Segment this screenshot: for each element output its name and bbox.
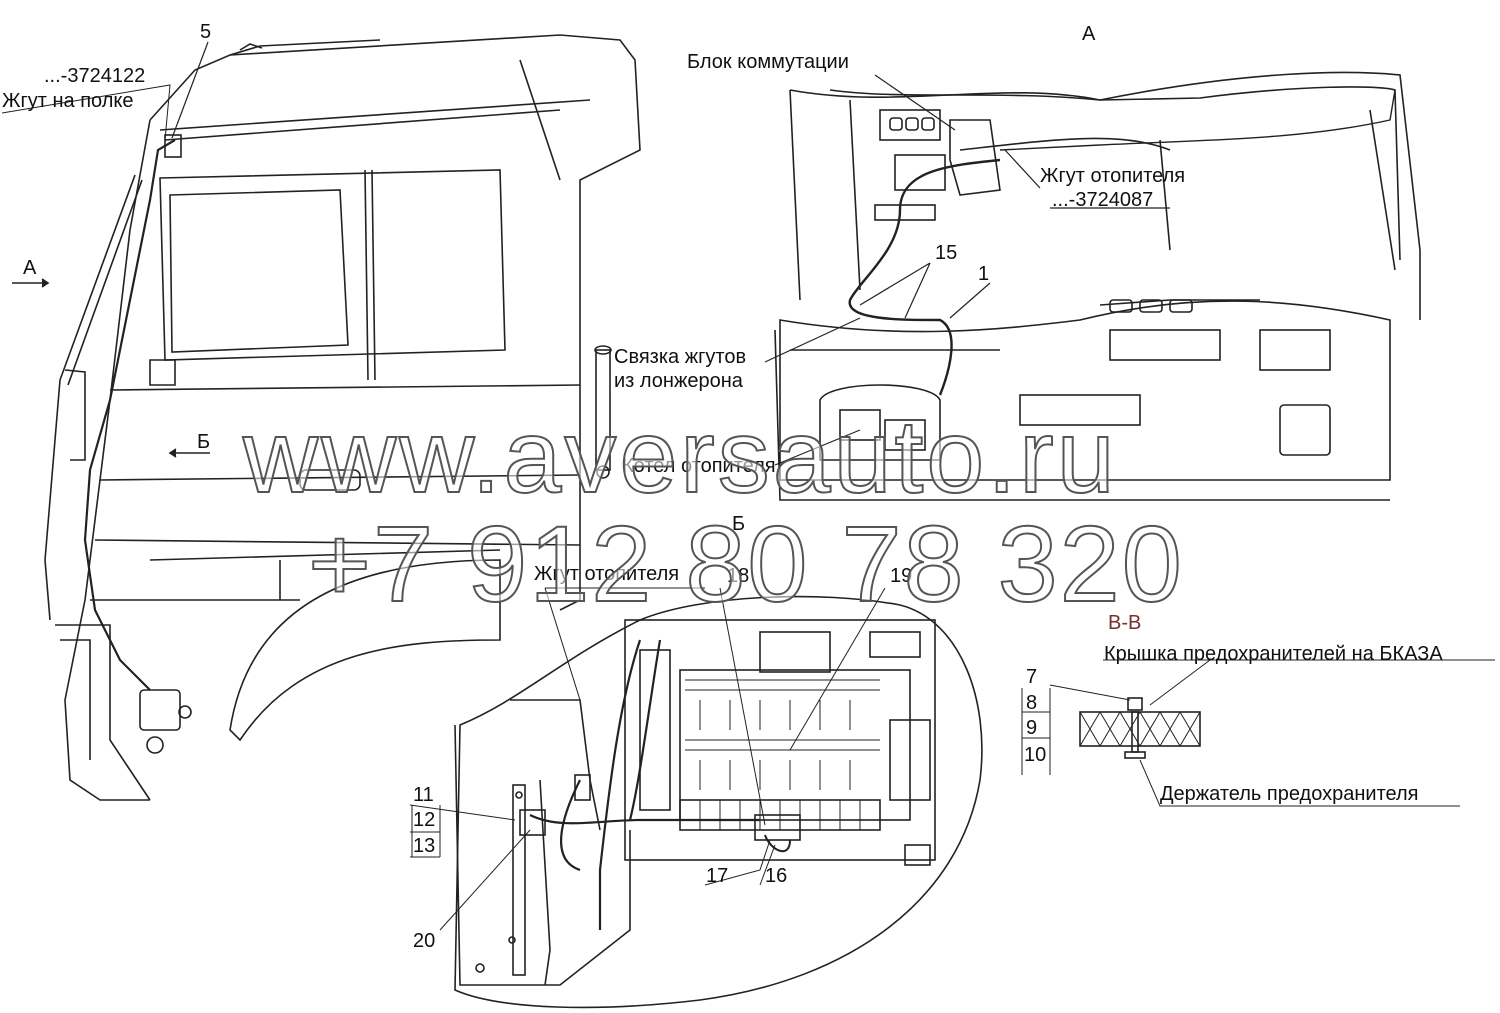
part-1-label: 1	[978, 263, 990, 285]
heater-boiler-label: Котел отопителя	[622, 455, 776, 477]
switch-block-label: Блок коммутации	[687, 51, 849, 73]
section-vv-title: В-В	[1108, 612, 1142, 634]
bundle-label-line2: из лонжерона	[614, 370, 743, 392]
part-12-label: 12	[413, 809, 436, 831]
part-8-label: 8	[1026, 692, 1038, 714]
arrow-a-label: А	[23, 257, 37, 279]
harness-shelf-code: ...-3724122	[44, 65, 146, 87]
part-19-label: 19	[890, 565, 913, 587]
part-16-label: 16	[765, 865, 788, 887]
part-17-label: 17	[706, 865, 729, 887]
fuse-holder-label: Держатель предохранителя	[1160, 783, 1419, 805]
part-20-label: 20	[413, 930, 436, 952]
watermark-phone: +7 912 80 78 320	[307, 503, 1184, 624]
part-7-label: 7	[1026, 666, 1038, 688]
heater-harness-bottom-label: Жгут отопителя	[534, 563, 680, 585]
heater-harness-code: ...-3724087	[1052, 189, 1154, 211]
part-11-label: 11	[413, 784, 434, 806]
heater-harness-label: Жгут отопителя	[1040, 165, 1186, 187]
fuse-cover-label: Крышка предохранителей на БКАЗА	[1104, 643, 1443, 665]
view-a-title: А	[1082, 23, 1096, 45]
watermark-site: www.aversauto.ru	[242, 399, 1118, 515]
view-a	[764, 71, 1421, 501]
arrow-b-label: Б	[197, 431, 211, 453]
part-18-label: 18	[727, 565, 750, 587]
part-13-label: 13	[413, 835, 436, 857]
bundle-label-line1: Связка жгутов	[614, 346, 747, 368]
part-15-label: 15	[935, 242, 958, 264]
view-b-title: Б	[732, 513, 746, 535]
cab-side-view	[1, 34, 641, 801]
part-5-label: 5	[200, 21, 212, 43]
harness-shelf-label: Жгут на полке	[2, 90, 134, 112]
part-10-label: 10	[1024, 744, 1047, 766]
part-9-label: 9	[1026, 717, 1038, 739]
view-b	[409, 587, 983, 1009]
section-vv	[1021, 659, 1495, 807]
